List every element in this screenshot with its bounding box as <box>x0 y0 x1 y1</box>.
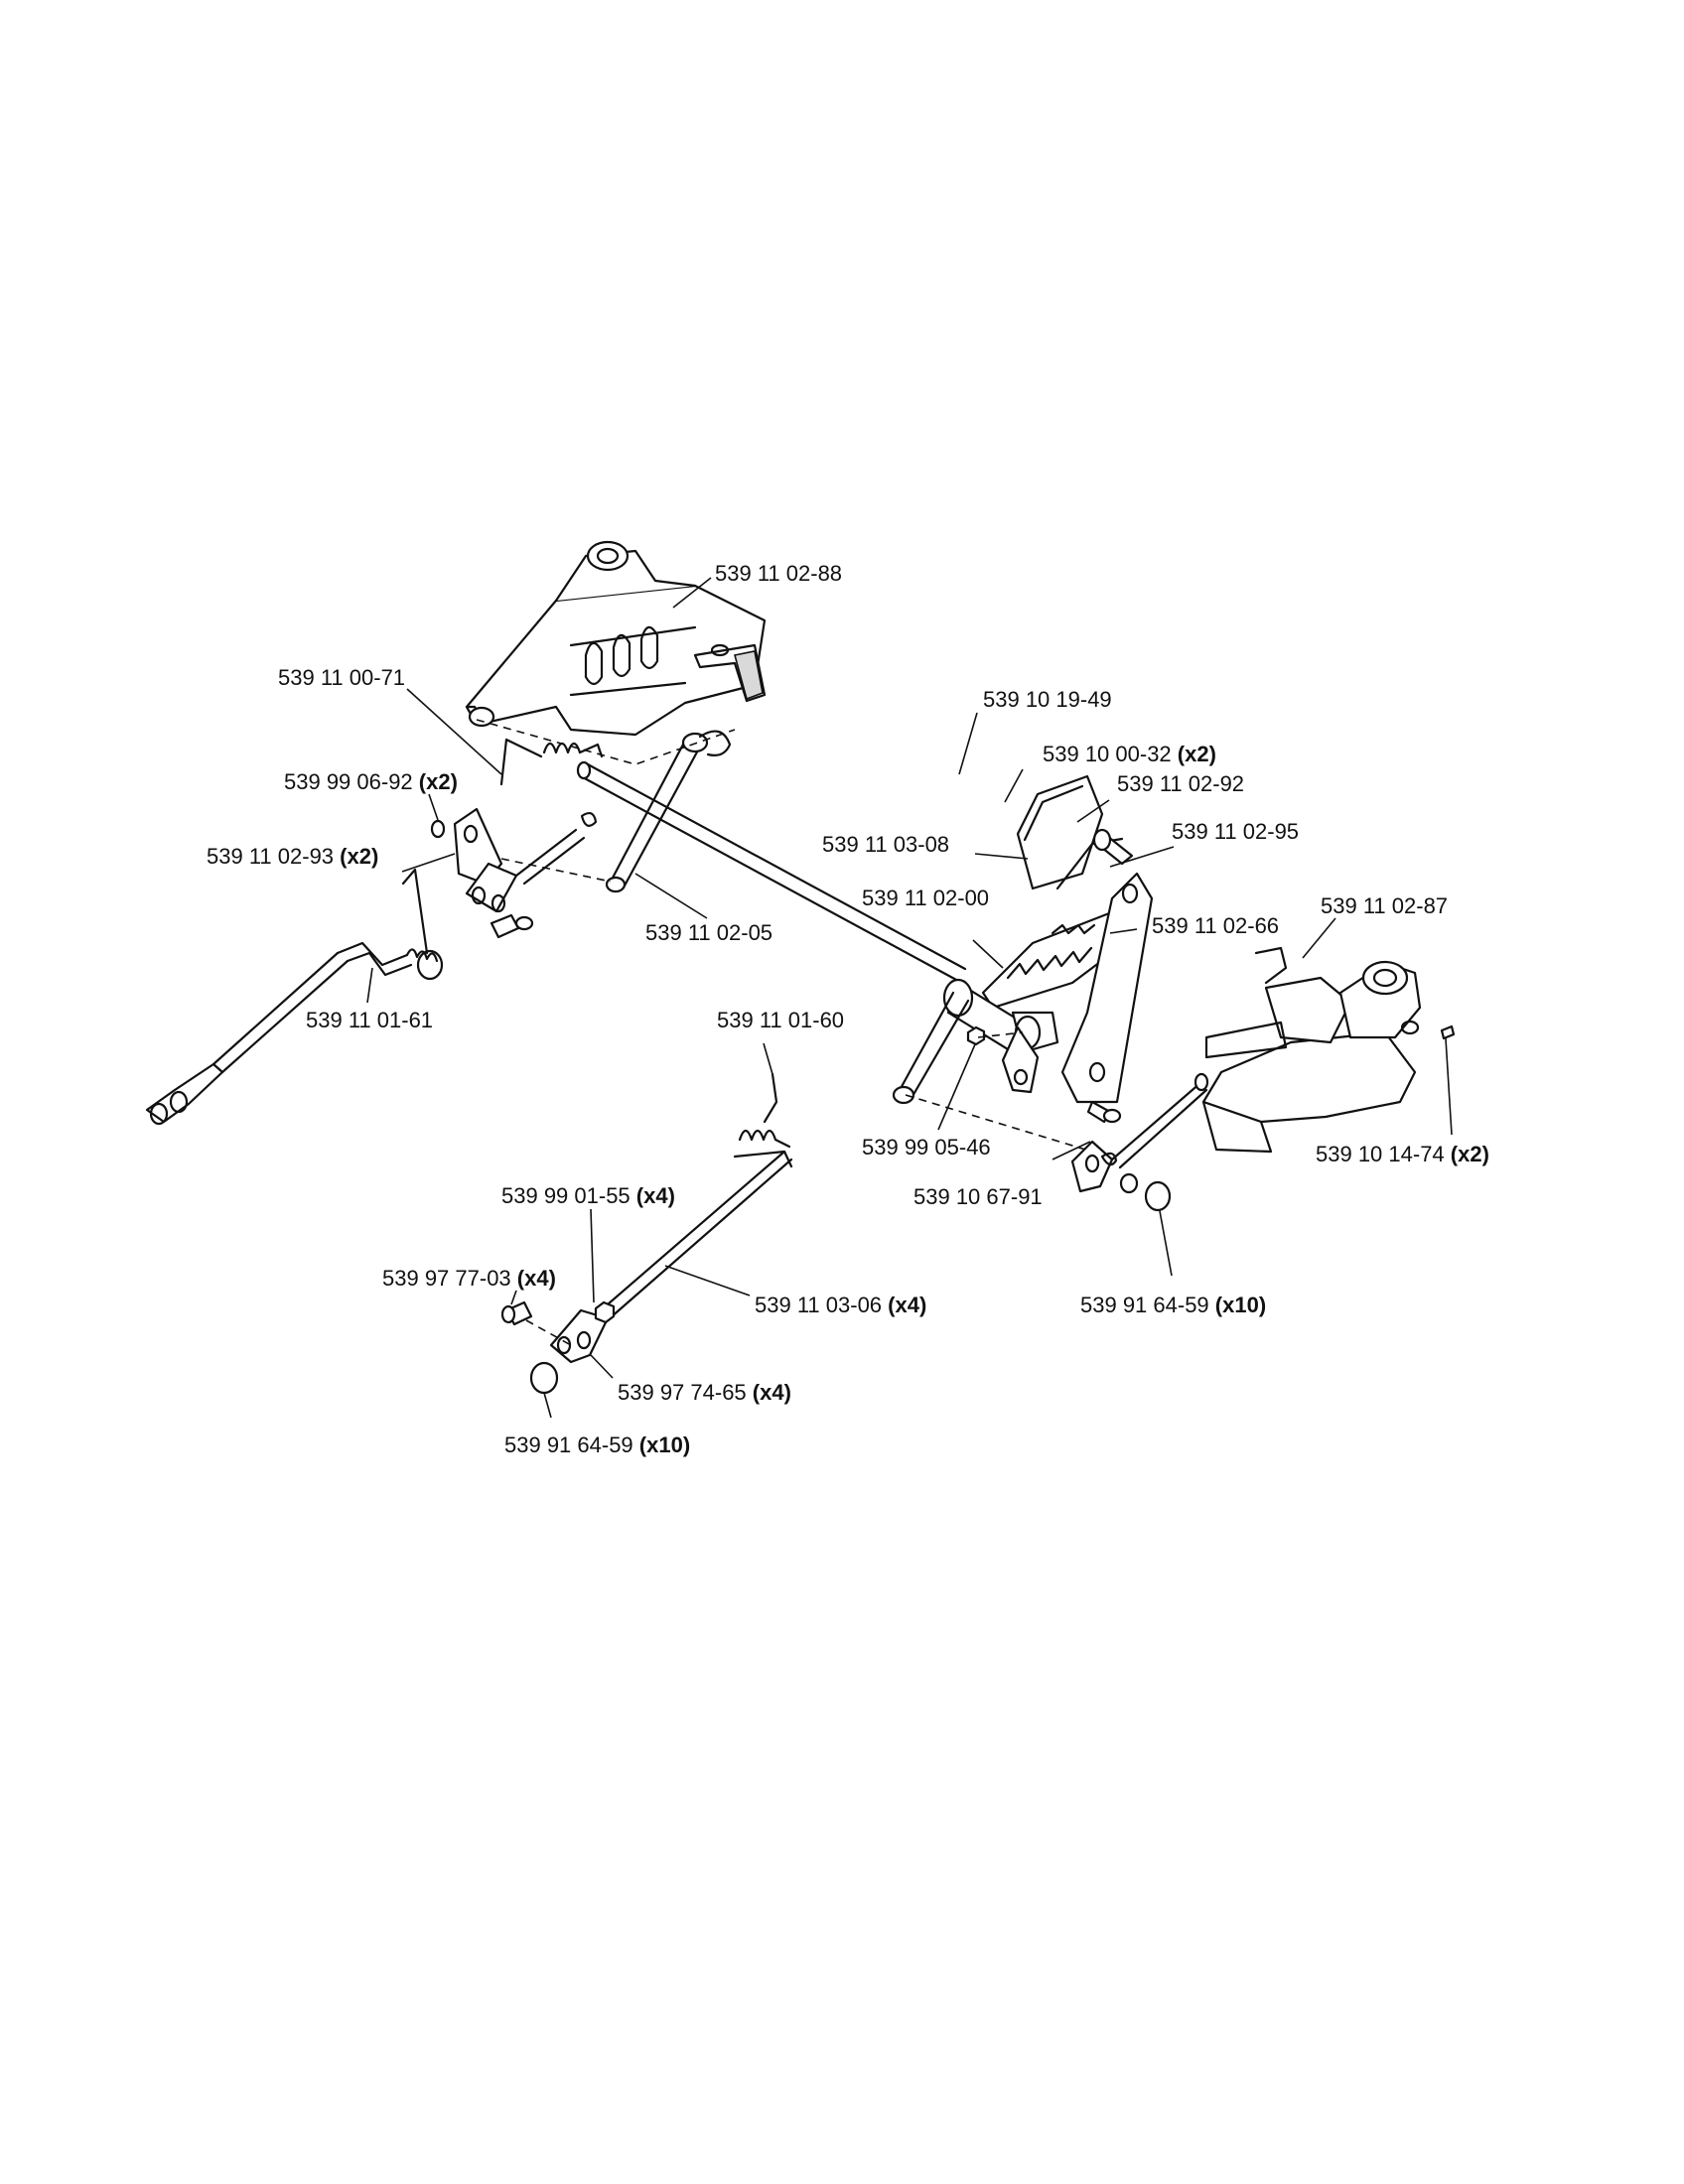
quantity: (x2) <box>340 844 378 869</box>
dashed-assembly-line <box>525 1319 572 1346</box>
clevis-yoke-left-upper <box>465 812 598 913</box>
part-number: 539 11 02-05 <box>645 920 772 945</box>
dashed-assembly-line <box>977 1031 1024 1038</box>
clevis-pin-left-upper <box>490 913 534 939</box>
callout-539-11-01-60: 539 11 01-60 <box>717 1008 844 1032</box>
lift-rod-lower <box>599 1150 793 1320</box>
lift-rod-left <box>145 868 439 1126</box>
jam-nut-lower <box>594 1300 616 1324</box>
dashed-assembly-line <box>500 858 612 883</box>
e-ring-right <box>1144 1180 1172 1212</box>
part-number: 539 11 03-08 <box>822 832 949 857</box>
part-number: 539 11 01-60 <box>717 1008 844 1032</box>
part-number: 539 99 06-92 <box>284 769 413 794</box>
part-number: 539 11 02-00 <box>862 886 989 910</box>
callout-539-11-02-92: 539 11 02-92 <box>1117 771 1244 796</box>
part-number: 539 11 02-93 <box>207 844 334 869</box>
hex-nut <box>966 1025 986 1046</box>
cross-shaft <box>576 760 967 983</box>
part-number: 539 11 02-66 <box>1152 913 1279 938</box>
part-number: 539 99 05-46 <box>862 1135 991 1160</box>
left-shaft-lever <box>605 730 732 893</box>
callout-539-10-14-74: 539 10 14-74 (x2) <box>1316 1142 1489 1166</box>
callout-539-97-74-65: 539 97 74-65 (x4) <box>618 1380 791 1405</box>
part-number: 539 97 77-03 <box>382 1266 511 1291</box>
callout-539-11-02-95: 539 11 02-95 <box>1172 819 1299 844</box>
left-frame-bracket <box>465 540 767 737</box>
quantity: (x2) <box>1451 1142 1489 1166</box>
part-number: 539 10 19-49 <box>983 687 1112 712</box>
quantity: (x2) <box>419 769 458 794</box>
lift-plate-right <box>1060 872 1154 1104</box>
quantity: (x10) <box>1215 1293 1266 1317</box>
callout-539-11-02-66: 539 11 02-66 <box>1152 913 1279 938</box>
part-number: 539 11 03-06 <box>755 1293 882 1317</box>
quantity: (x4) <box>636 1183 675 1208</box>
pedal-pad <box>1016 774 1104 890</box>
callout-539-99-01-55: 539 99 01-55 (x4) <box>501 1183 675 1208</box>
callout-539-11-02-00: 539 11 02-00 <box>862 886 989 910</box>
part-number: 539 11 02-87 <box>1321 893 1448 918</box>
part-number: 539 11 02-92 <box>1117 771 1244 796</box>
right-frame-bracket <box>1201 946 1422 1154</box>
leader-lines <box>366 577 1453 1419</box>
quantity: (x2) <box>1178 742 1216 766</box>
callout-539-91-64-59-left: 539 91 64-59 (x10) <box>504 1433 690 1457</box>
callout-539-11-02-88: 539 11 02-88 <box>715 561 842 586</box>
callout-539-10-19-49: 539 10 19-49 <box>983 687 1112 712</box>
torsion-spring-center <box>738 1072 791 1149</box>
part-number: 539 11 02-95 <box>1172 819 1299 844</box>
part-number: 539 10 67-91 <box>913 1184 1043 1209</box>
callout-539-11-03-06: 539 11 03-06 (x4) <box>755 1293 926 1317</box>
right-shaft-lever <box>892 991 1040 1105</box>
part-number: 539 10 00-32 <box>1043 742 1172 766</box>
quantity: (x4) <box>517 1266 556 1291</box>
clevis-yoke-lower <box>549 1308 610 1364</box>
callout-539-99-05-46: 539 99 05-46 <box>862 1135 991 1160</box>
part-number: 539 11 01-61 <box>306 1008 433 1032</box>
bolt-pivot <box>1092 828 1134 866</box>
pin-small-right <box>1440 1024 1456 1040</box>
e-ring-left-rod <box>416 949 444 981</box>
callout-539-91-64-59-right: 539 91 64-59 (x10) <box>1080 1293 1266 1317</box>
callout-539-10-00-32: 539 10 00-32 (x2) <box>1043 742 1216 766</box>
quantity: (x10) <box>639 1433 690 1457</box>
callout-539-97-77-03: 539 97 77-03 (x4) <box>382 1266 556 1291</box>
part-number: 539 97 74-65 <box>618 1380 747 1405</box>
callout-539-11-02-93: 539 11 02-93 (x2) <box>207 844 378 869</box>
part-number: 539 10 14-74 <box>1316 1142 1445 1166</box>
clevis-pin-lower <box>500 1300 533 1326</box>
part-number: 539 99 01-55 <box>501 1183 631 1208</box>
quantity: (x4) <box>753 1380 791 1405</box>
callout-539-11-02-05: 539 11 02-05 <box>645 920 772 945</box>
washer-right <box>1119 1172 1139 1194</box>
part-number: 539 11 00-71 <box>278 665 405 690</box>
clevis-yoke-right <box>1070 1072 1209 1193</box>
dashed-assembly-line <box>905 1094 1093 1153</box>
e-ring-lower <box>529 1361 559 1395</box>
callout-539-11-01-61: 539 11 01-61 <box>306 1008 433 1032</box>
callout-539-11-03-08: 539 11 03-08 <box>822 832 949 857</box>
part-number: 539 91 64-59 <box>1080 1293 1209 1317</box>
part-number: 539 11 02-88 <box>715 561 842 586</box>
callout-539-99-06-92: 539 99 06-92 (x2) <box>284 769 458 794</box>
bolt-lower-right <box>1086 1100 1122 1124</box>
callout-539-11-00-71: 539 11 00-71 <box>278 665 405 690</box>
washer-small <box>430 819 446 839</box>
quantity: (x4) <box>888 1293 926 1317</box>
callout-539-11-02-87: 539 11 02-87 <box>1321 893 1448 918</box>
callout-539-10-67-91: 539 10 67-91 <box>913 1184 1043 1209</box>
part-number: 539 91 64-59 <box>504 1433 633 1457</box>
